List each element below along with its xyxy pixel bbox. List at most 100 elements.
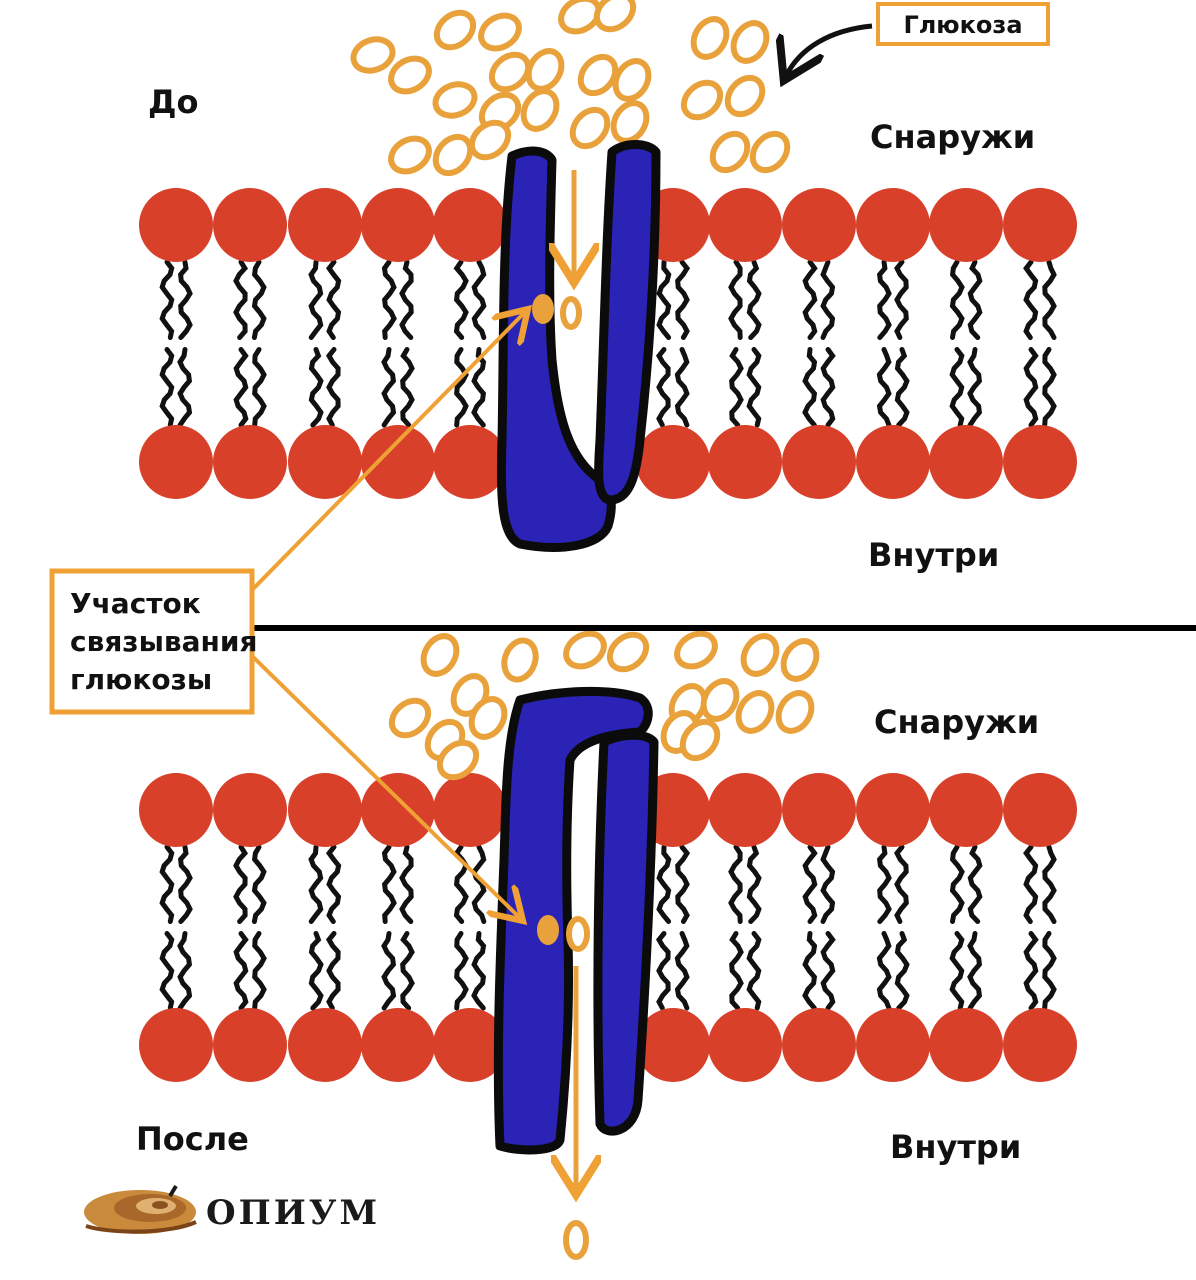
binding-site-after [537, 915, 559, 945]
glucose-molecule [388, 697, 432, 739]
phospholipid-head [856, 1008, 930, 1082]
phospholipid-head [288, 773, 362, 847]
lipid-tail [159, 931, 175, 1011]
lipid-tail [820, 259, 836, 340]
binding-site-label-line2: связывания [70, 625, 257, 658]
phospholipid-head [636, 425, 710, 499]
phospholipid-head [213, 425, 287, 499]
lipid-tail [894, 844, 909, 924]
lipid-tail [802, 347, 818, 428]
phospholipid-head [213, 188, 287, 262]
lipid-tail [159, 347, 175, 428]
lipid-tail [381, 844, 397, 924]
lipid-tail [1023, 259, 1039, 340]
glucose-molecule [674, 630, 718, 670]
glucose-molecule [709, 130, 751, 174]
opium-logo: ОПИУМ [84, 1184, 380, 1234]
glucose-molecule [577, 53, 619, 97]
lipid-tail [252, 931, 267, 1011]
lipid-tail [251, 844, 267, 924]
lipid-tail [802, 844, 818, 924]
glucose-molecule [780, 638, 820, 682]
glucose-molecule [593, 0, 637, 33]
phospholipid-head [433, 425, 507, 499]
glucose-cloud-after [388, 630, 820, 781]
transporter-right-subunit [593, 730, 659, 1136]
phospholipid-head [636, 1008, 710, 1082]
lipid-tail [400, 931, 415, 1011]
label-before: До [148, 83, 198, 121]
lipid-tail [729, 347, 744, 428]
phospholipid-head [433, 773, 507, 847]
lipid-tail [820, 931, 836, 1011]
lipid-tail [894, 347, 910, 428]
phospholipid-head [782, 773, 856, 847]
glucose-label: Глюкоза [903, 11, 1022, 39]
binding-site-before [532, 294, 554, 324]
binding-site-label-line3: глюкозы [70, 663, 212, 696]
phospholipid-head [929, 773, 1003, 847]
lipid-tail [876, 259, 892, 340]
lipid-tail [308, 347, 324, 428]
phospholipid-head [139, 1008, 213, 1082]
glucose-at-site-after [566, 916, 590, 952]
lipid-tail [949, 259, 965, 340]
lipid-tail [802, 259, 818, 340]
phospholipid-head [782, 1008, 856, 1082]
phospholipid-head [1003, 425, 1077, 499]
glucose-molecule [558, 0, 602, 35]
lipid-tail [802, 931, 818, 1011]
label-inside-after: Внутри [890, 1128, 1021, 1166]
glucose-molecule [433, 9, 477, 51]
glucose-molecule [520, 88, 560, 132]
released-glucose [563, 1220, 589, 1260]
logo-text: ОПИУМ [206, 1193, 380, 1233]
lipid-tail [399, 259, 414, 340]
lipid-tail [894, 259, 909, 340]
lipid-tail [728, 259, 743, 340]
phospholipid-head [139, 188, 213, 262]
lipid-tail [159, 259, 175, 340]
glucose-molecule [749, 130, 791, 174]
lipid-tail [453, 259, 469, 340]
phospholipid-head [929, 1008, 1003, 1082]
lipid-tail [949, 931, 965, 1011]
lipid-tail [949, 347, 965, 428]
lipid-tail [381, 259, 397, 340]
lipid-tail [471, 844, 487, 924]
transporter-after [493, 686, 659, 1260]
phospholipid-head [361, 425, 435, 499]
glucose-molecule [468, 119, 512, 161]
label-outside-before: Снаружи [870, 118, 1035, 156]
lipid-tail [967, 259, 983, 340]
lipid-tail [1023, 347, 1039, 428]
binding-site-label-box [49, 568, 255, 715]
phospholipid-head [433, 188, 507, 262]
lipid-tail [325, 844, 342, 924]
glucose-pointer-arrow [786, 23, 873, 76]
membrane-before [139, 188, 1077, 499]
lipid-tail [656, 844, 672, 924]
glucose-molecule [488, 51, 532, 93]
snail-icon [84, 1184, 197, 1234]
phospholipid-head [1003, 773, 1077, 847]
glucose-molecule [350, 36, 396, 74]
transporter-before [496, 140, 661, 552]
transporter-right-subunit [594, 140, 661, 505]
phospholipid-head [782, 188, 856, 262]
phospholipid-head [856, 425, 930, 499]
glucose-molecule [700, 678, 740, 722]
glucose-molecule [740, 633, 780, 677]
lipid-tail [1042, 259, 1057, 340]
lipid-tail [655, 931, 671, 1011]
phospholipid-head [288, 1008, 362, 1082]
label-inside-before: Внутри [868, 536, 999, 574]
glucose-molecule [690, 16, 730, 60]
lipid-tail [308, 931, 324, 1011]
glucose-molecule [612, 58, 652, 102]
lipid-tail [746, 347, 762, 428]
glucose-molecule [775, 690, 815, 734]
lipid-tail [746, 931, 762, 1011]
glucose-molecule [679, 718, 721, 762]
glucose-label-box [876, 2, 1050, 46]
